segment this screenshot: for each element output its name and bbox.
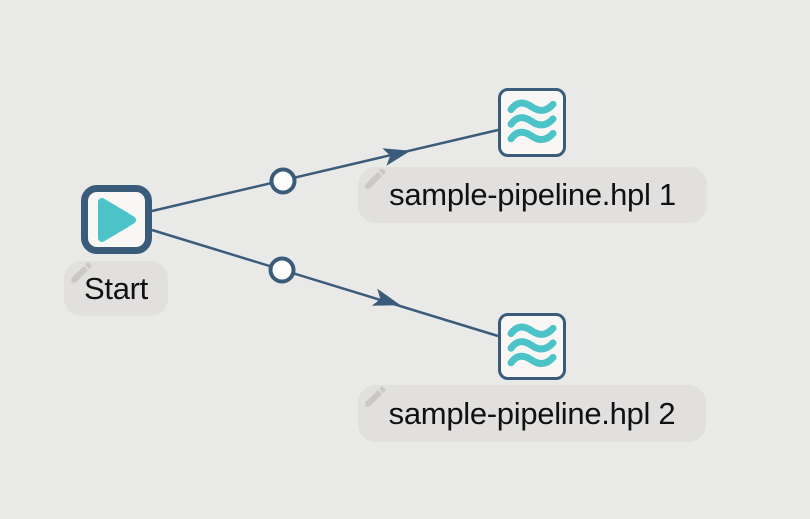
- action-label-start[interactable]: Start: [64, 261, 168, 316]
- pipeline-waves-icon: [507, 99, 557, 143]
- action-label-text: Start: [84, 270, 148, 306]
- hop-condition-circle-icon[interactable]: [268, 256, 296, 284]
- hop-arrowhead-icon: [382, 148, 411, 166]
- hop-start-to-pipeline-2[interactable]: [151, 228, 499, 338]
- action-start[interactable]: [81, 185, 152, 254]
- hop-condition-circle-icon[interactable]: [269, 167, 297, 195]
- pipeline-waves-icon: [507, 323, 557, 367]
- edit-pencil-icon: [365, 168, 386, 189]
- action-pipeline-1[interactable]: [498, 88, 566, 157]
- action-label-text: sample-pipeline.hpl 2: [388, 395, 676, 431]
- hop-line[interactable]: [151, 128, 499, 213]
- hop-arrowhead-icon: [371, 288, 401, 306]
- edit-pencil-icon: [71, 262, 92, 283]
- edit-pencil-icon: [365, 386, 386, 407]
- play-icon: [97, 197, 136, 242]
- hop-line[interactable]: [151, 228, 499, 338]
- action-label-text: sample-pipeline.hpl 1: [389, 177, 676, 212]
- action-pipeline-2[interactable]: [498, 313, 566, 380]
- action-label-pipeline-1[interactable]: sample-pipeline.hpl 1: [358, 167, 707, 223]
- action-label-pipeline-2[interactable]: sample-pipeline.hpl 2: [358, 385, 706, 442]
- hop-start-to-pipeline-1[interactable]: [151, 128, 499, 213]
